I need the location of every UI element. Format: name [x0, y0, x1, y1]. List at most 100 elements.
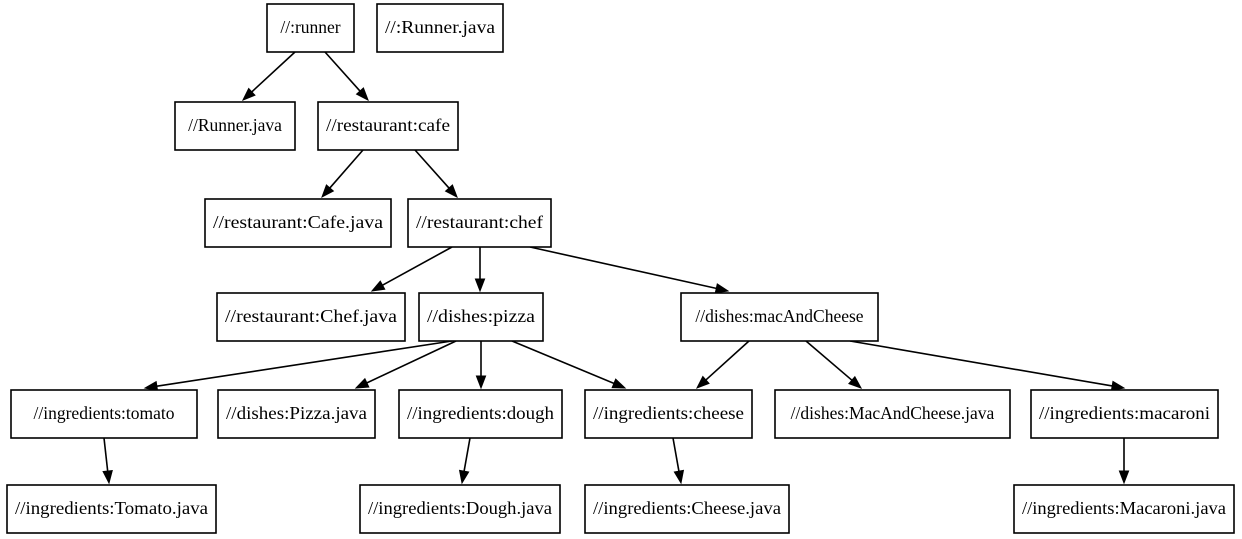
edge-arrowhead: [458, 469, 470, 485]
edge-arrowhead: [611, 378, 627, 389]
node-label: //dishes:Pizza.java: [226, 403, 367, 423]
node-box[interactable]: [6, 484, 217, 534]
graph-edge: [324, 51, 369, 102]
node-label: //restaurant:cafe: [326, 115, 450, 135]
node-label: //ingredients:Dough.java: [368, 498, 552, 518]
edge-arrowhead: [354, 377, 370, 389]
graph-edge: [529, 246, 730, 294]
edge-arrowhead: [102, 469, 113, 485]
node-box[interactable]: [398, 389, 563, 439]
graph-edge: [805, 340, 863, 389]
graph-edge: [414, 149, 458, 199]
node-label: //:runner: [280, 17, 340, 37]
edge-arrowhead: [355, 87, 369, 102]
edge-line: [156, 340, 453, 387]
node-label: //dishes:pizza: [427, 306, 535, 326]
edge-line: [463, 437, 471, 472]
node-box[interactable]: [217, 389, 376, 439]
graph-edge: [458, 437, 471, 485]
node-box[interactable]: [584, 484, 790, 534]
node-box[interactable]: [359, 484, 561, 534]
node-box[interactable]: [10, 389, 198, 439]
node-box[interactable]: [680, 292, 879, 342]
edge-arrowhead: [1110, 380, 1126, 392]
edge-arrowhead: [370, 280, 386, 292]
graph-edge: [354, 340, 457, 389]
node-label: //ingredients:tomato: [34, 403, 175, 423]
node-label: //:Runner.java: [385, 17, 495, 37]
edge-line: [251, 51, 296, 93]
graph-edge: [370, 246, 453, 292]
node-box[interactable]: [1030, 389, 1219, 439]
graph-node[interactable]: //ingredients:cheese: [584, 389, 753, 439]
graph-node[interactable]: //ingredients:Cheese.java: [584, 484, 790, 534]
edge-line: [529, 246, 717, 290]
node-box[interactable]: [204, 198, 392, 248]
node-box[interactable]: [317, 101, 459, 151]
graph-node[interactable]: //ingredients:macaroni: [1030, 389, 1219, 439]
graph-edge: [474, 247, 486, 293]
graph-node[interactable]: //restaurant:cafe: [317, 101, 459, 151]
graph-node[interactable]: //:runner: [266, 3, 355, 53]
edge-arrowhead: [444, 184, 458, 199]
nodes-layer: //:runner //:Runner.java //Runner.java //re…: [6, 3, 1235, 534]
graph-node[interactable]: //:Runner.java: [376, 3, 504, 53]
node-box[interactable]: [266, 3, 355, 53]
graph-node[interactable]: //Runner.java: [174, 101, 296, 151]
node-label: //ingredients:Cheese.java: [593, 498, 781, 518]
edge-line: [324, 51, 361, 92]
edge-arrowhead: [848, 375, 863, 389]
edge-arrowhead: [475, 375, 487, 390]
graph-node[interactable]: //dishes:macAndCheese: [680, 292, 879, 342]
graph-node[interactable]: //ingredients:Macaroni.java: [1013, 484, 1235, 534]
graph-node[interactable]: //ingredients:tomato: [10, 389, 198, 439]
edge-arrowhead: [241, 87, 256, 101]
edge-line: [705, 340, 750, 381]
edge-line: [672, 437, 680, 472]
node-box[interactable]: [174, 101, 296, 151]
node-box[interactable]: [216, 292, 406, 342]
graph-edge: [102, 437, 113, 485]
graph-node[interactable]: //ingredients:Dough.java: [359, 484, 561, 534]
graph-edge: [241, 51, 296, 101]
graph-node[interactable]: //restaurant:chef: [407, 198, 552, 248]
edge-line: [103, 437, 109, 472]
node-label: //Runner.java: [188, 115, 282, 135]
edge-line: [849, 340, 1113, 387]
graph-edge: [672, 437, 685, 485]
edge-arrowhead: [1118, 470, 1130, 485]
graph-node[interactable]: //restaurant:Chef.java: [216, 292, 406, 342]
node-box[interactable]: [407, 198, 552, 248]
node-box[interactable]: [584, 389, 753, 439]
node-box[interactable]: [418, 292, 544, 342]
node-box[interactable]: [774, 389, 1011, 439]
node-label: //ingredients:Tomato.java: [15, 498, 208, 518]
node-label: //ingredients:macaroni: [1039, 403, 1210, 423]
graph-node[interactable]: //ingredients:dough: [398, 389, 563, 439]
graph-edge: [475, 341, 487, 390]
node-label: //dishes:macAndCheese: [695, 306, 863, 326]
node-box[interactable]: [1013, 484, 1235, 534]
edge-arrowhead: [695, 375, 710, 389]
graph-edge: [321, 149, 364, 199]
edge-arrowhead: [714, 283, 730, 294]
edge-line: [366, 340, 457, 384]
node-label: //restaurant:Chef.java: [225, 306, 397, 326]
graph-node[interactable]: //dishes:pizza: [418, 292, 544, 342]
graph-edge: [511, 340, 627, 389]
edge-line: [382, 246, 453, 286]
graph-node[interactable]: //ingredients:Tomato.java: [6, 484, 217, 534]
node-box[interactable]: [376, 3, 504, 53]
graph-edge: [1118, 438, 1130, 485]
node-label: //restaurant:chef: [416, 212, 543, 232]
graph-node[interactable]: //dishes:MacAndCheese.java: [774, 389, 1011, 439]
graph-node[interactable]: //dishes:Pizza.java: [217, 389, 376, 439]
edge-line: [511, 340, 615, 385]
node-label: //restaurant:Cafe.java: [213, 212, 383, 232]
graph-node[interactable]: //restaurant:Cafe.java: [204, 198, 392, 248]
node-label: //ingredients:cheese: [593, 403, 744, 423]
graph-edge: [143, 340, 453, 392]
edge-arrowhead: [673, 469, 685, 485]
